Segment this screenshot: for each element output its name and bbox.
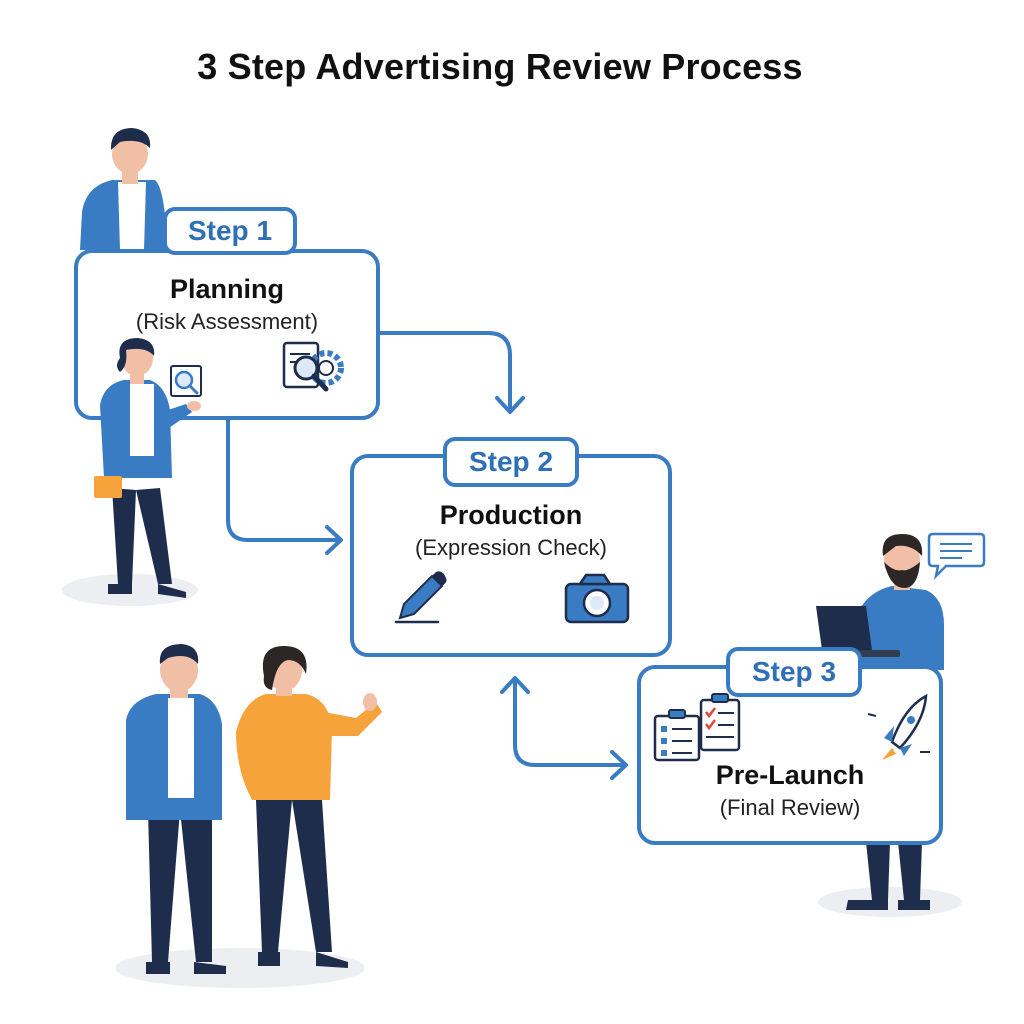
arrowhead	[500, 676, 530, 694]
hair	[882, 534, 923, 556]
man-with-laptop-figure	[816, 534, 944, 910]
gear-magnifier-icon	[282, 341, 344, 392]
face	[112, 134, 148, 174]
arrow-step1-to-step2-left	[226, 418, 342, 542]
step-3-subtitle: (Final Review)	[719, 795, 861, 820]
rocket-icon	[867, 693, 930, 760]
hair	[262, 646, 307, 690]
connector-arrows	[226, 331, 628, 780]
hand	[187, 401, 201, 411]
arrowhead	[495, 396, 525, 414]
step-1-name: Planning	[170, 274, 284, 304]
step-3-badge: Step 3	[726, 647, 862, 697]
woman-presenting-figure	[94, 338, 201, 598]
shoes	[108, 584, 186, 598]
step-2-subtitle: (Expression Check)	[415, 535, 607, 560]
man-bottom-left-figure	[126, 644, 226, 974]
arrowhead	[325, 525, 343, 555]
shirt	[168, 698, 194, 798]
man-top-left-figure	[80, 128, 166, 250]
folder-icon	[94, 476, 122, 498]
legs	[112, 488, 172, 584]
arm	[162, 404, 192, 430]
checklist-icon	[699, 693, 741, 752]
face	[160, 648, 198, 692]
arrow-step2-to-step3	[513, 680, 627, 767]
jacket	[850, 586, 944, 670]
arrowhead	[610, 750, 628, 780]
step-1-subtitle: (Risk Assessment)	[135, 309, 319, 334]
laptop-screen	[816, 606, 872, 650]
hair	[117, 338, 155, 372]
checklist-icon	[653, 709, 701, 762]
hair	[159, 644, 199, 664]
woman-orange-sweater-figure	[236, 646, 382, 968]
step-2-badge: Step 2	[443, 437, 579, 487]
hair	[110, 128, 151, 150]
shoes	[846, 900, 930, 910]
beard	[884, 562, 920, 588]
step-1-badge: Step 1	[163, 207, 297, 255]
hand	[363, 693, 377, 711]
search-document-icon	[170, 365, 202, 397]
step-3-name: Pre-Launch	[715, 760, 865, 790]
pen-icon	[394, 571, 447, 624]
legs	[866, 842, 922, 900]
shirt	[130, 384, 154, 456]
shoes	[146, 962, 226, 974]
speech-bubble-icon	[927, 532, 986, 580]
arrow-step1-to-step2-right	[378, 331, 512, 412]
shoes	[258, 952, 348, 968]
camera-icon	[564, 573, 630, 624]
step-2-name: Production	[439, 500, 583, 530]
shirt	[118, 182, 146, 250]
arm	[324, 702, 382, 736]
legs	[256, 800, 332, 952]
sweater	[236, 694, 332, 800]
page-title: 3 Step Advertising Review Process	[197, 46, 803, 87]
floor-shadow	[115, 948, 365, 988]
legs	[148, 810, 212, 962]
